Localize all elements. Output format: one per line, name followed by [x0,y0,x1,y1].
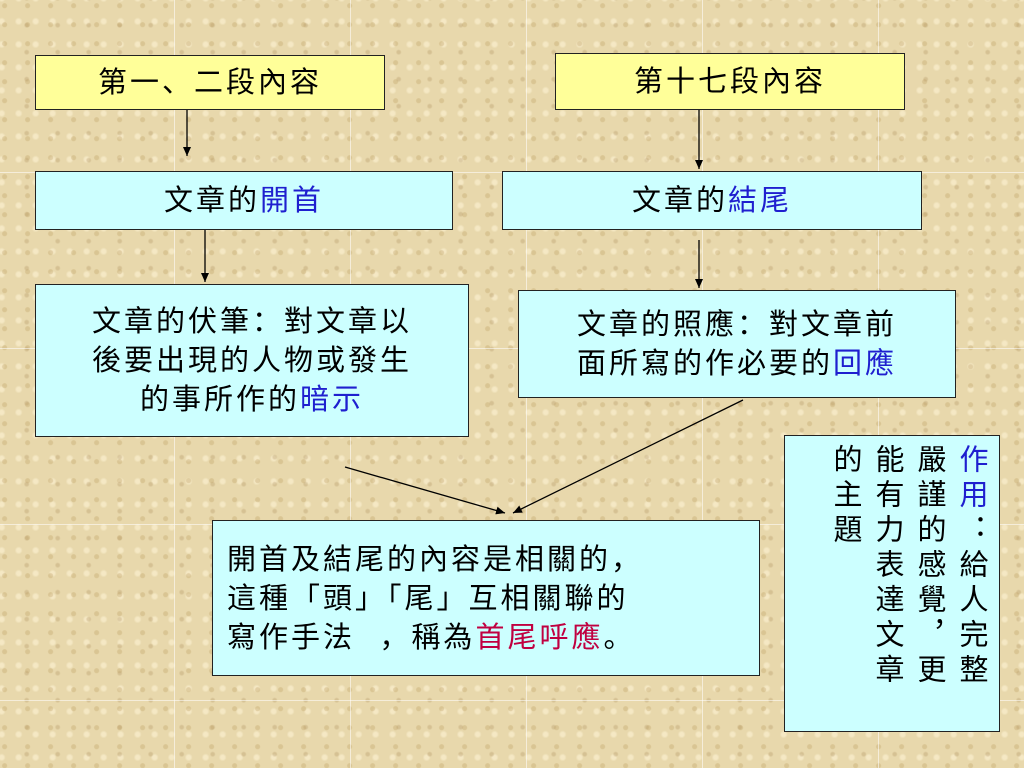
foreshadow-line-2: 後要出現的人物或發生 [91,343,412,377]
echo-line-1: 文章的照應：對文章前 [576,307,897,341]
right-source-label: 第十七段內容 [633,64,826,98]
summary-box: 開首及結尾的內容是相關的， 這種「頭」「尾」互相關聯的 寫作手法 ，稱為首尾呼應… [212,520,760,676]
left-source-box: 第一、二段內容 [35,55,385,110]
summary-line-1: 開首及結尾的內容是相關的， [227,541,644,576]
echo-text: 文章的照應：對文章前 面所寫的作必要的回應 [577,305,897,383]
echo-line-2: 面所寫的作必要的回應 [577,344,897,383]
ending-prefix: 文章的 [631,183,728,217]
foreshadow-keyword: 暗示 [299,382,364,416]
echo-box: 文章的照應：對文章前 面所寫的作必要的回應 [518,290,956,398]
foreshadow-line-1: 文章的伏筆：對文章以 [91,304,412,338]
arrow-left-detail-to-summary [344,466,506,515]
left-source-label: 第一、二段內容 [97,65,322,99]
function-keyword: 作用 [955,444,989,514]
foreshadow-line-3-prefix: 的事所作的 [139,382,300,416]
opening-prefix: 文章的 [163,183,260,217]
opening-box: 文章的開首 [35,171,453,230]
opening-label: 文章的開首 [164,181,324,220]
ending-label: 文章的結尾 [632,181,792,220]
ending-box: 文章的結尾 [502,171,922,230]
arrow-right-detail-to-summary [512,399,744,514]
summary-text: 開首及結尾的內容是相關的， 這種「頭」「尾」互相關聯的 寫作手法 ，稱為首尾呼應… [227,540,643,657]
ending-keyword: 結尾 [728,183,793,217]
echo-line-2-prefix: 面所寫的作必要的 [576,346,833,380]
foreshadow-box: 文章的伏筆：對文章以 後要出現的人物或發生 的事所作的暗示 [35,284,469,437]
function-box: 作用：給人完整嚴謹的感覺，更能有力表達文章的主題 [784,435,1000,732]
right-source-box: 第十七段內容 [555,53,905,110]
summary-term: 首尾呼應 [475,619,604,654]
foreshadow-text: 文章的伏筆：對文章以 後要出現的人物或發生 的事所作的暗示 [92,302,412,419]
summary-line-3-suffix: 。 [603,619,636,654]
function-text: ：給人完整嚴謹的感覺，更能有力表達文章的主題 [829,444,989,689]
summary-line-3-prefix: 寫作手法 ，稱為 [227,619,476,654]
echo-keyword: 回應 [833,346,898,380]
opening-keyword: 開首 [260,183,325,217]
summary-line-3: 寫作手法 ，稱為首尾呼應。 [227,618,643,657]
summary-line-2: 這種「頭」「尾」互相關聯的 [227,580,629,615]
foreshadow-line-3: 的事所作的暗示 [92,380,412,419]
